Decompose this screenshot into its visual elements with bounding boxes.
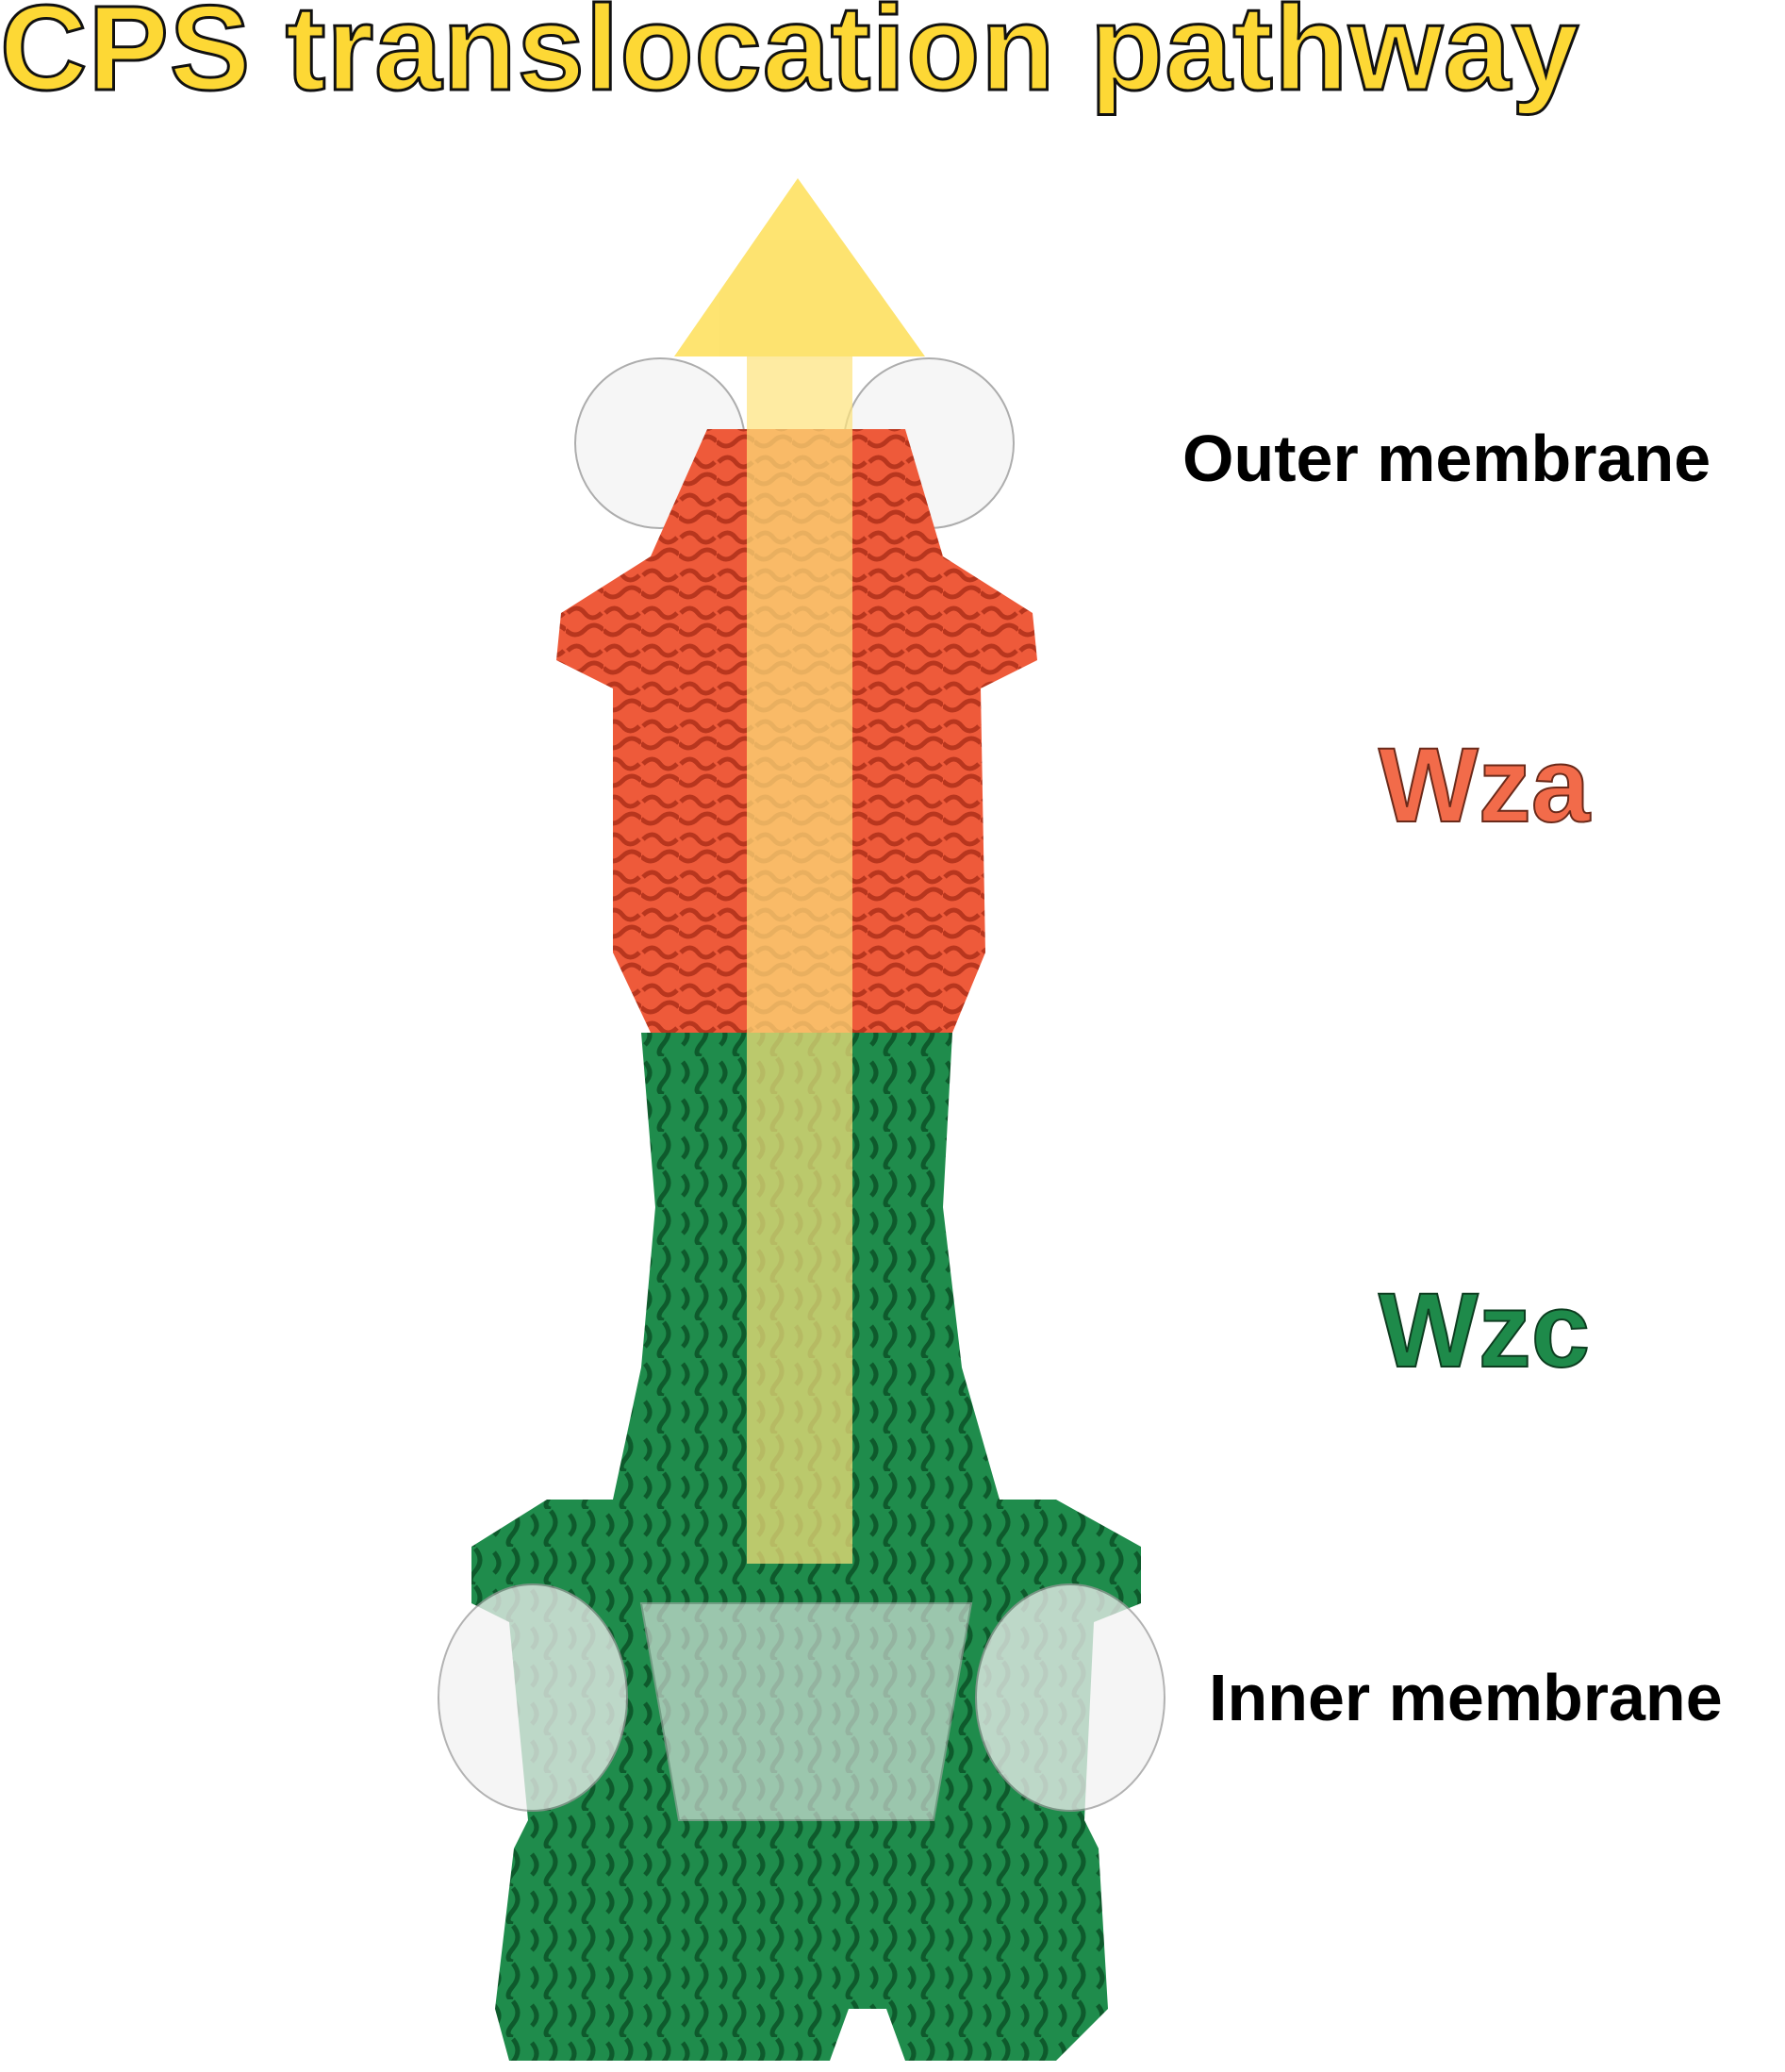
inner-membrane-label: Inner membrane (1209, 1661, 1723, 1734)
wza-label: Wza (1378, 725, 1591, 845)
wzc-label: Wzc (1378, 1270, 1591, 1390)
figure-title: CPS translocation pathway (0, 0, 1580, 118)
translocation-arrow (674, 178, 925, 1564)
outer-membrane-label: Outer membrane (1182, 422, 1711, 495)
inner-membrane-density (438, 1583, 1165, 1821)
